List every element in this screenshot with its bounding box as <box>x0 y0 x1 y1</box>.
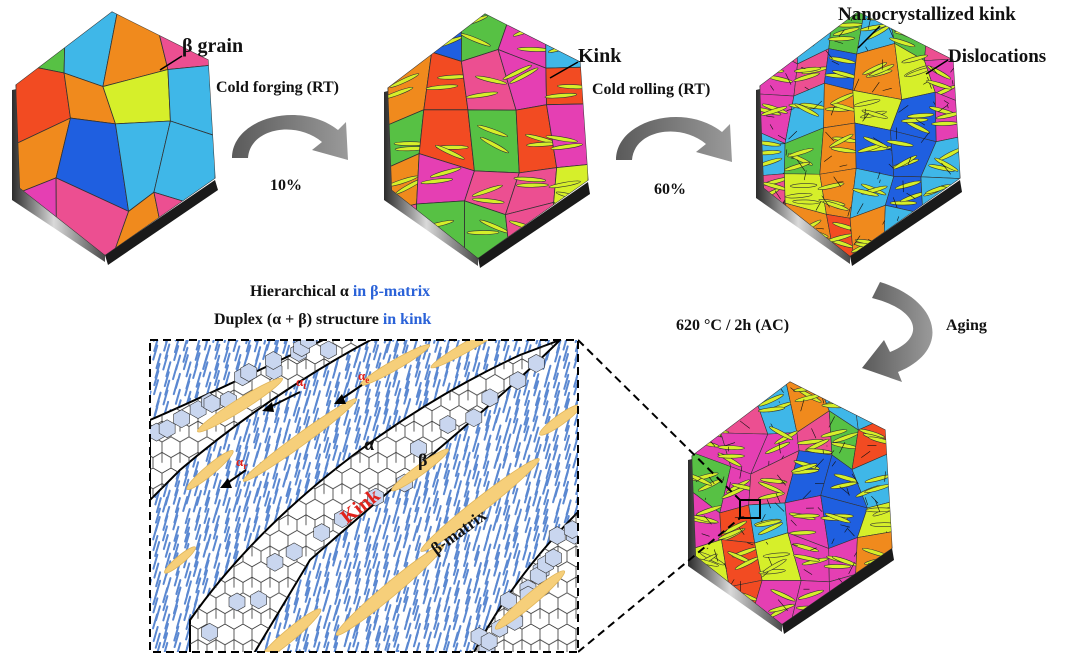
rolling-percent-label: 60% <box>654 181 686 198</box>
zoom-connector-top <box>577 339 741 501</box>
cold-rolling-arrow <box>616 117 732 162</box>
inset-frame <box>149 339 579 653</box>
inset-alpha-label: α <box>364 434 374 454</box>
dislocations-label: Dislocations <box>948 46 1046 67</box>
aging-condition-label: 620 °C / 2h (AC) <box>676 317 789 334</box>
beta-grain-label: β grain <box>182 35 243 57</box>
aging-label: Aging <box>946 317 987 334</box>
aging-arrow <box>862 282 933 382</box>
zoom-region-box <box>739 499 761 519</box>
alpha-t-label: αt <box>296 374 306 391</box>
kink-label: Kink <box>578 45 622 67</box>
alpha-r-label: αr <box>236 454 247 471</box>
alpha-e-arrow <box>339 384 363 401</box>
cold-rolling-label: Cold rolling (RT) <box>592 81 710 98</box>
forging-percent-label: 10% <box>270 177 302 194</box>
aged-hexagon <box>688 381 894 634</box>
nanocrystallized-kink-label: Nanocrystallized kink <box>838 4 1016 25</box>
alpha-t-arrow <box>267 391 301 409</box>
kinked-grain-hexagon <box>384 13 590 268</box>
zoom-connector-bottom <box>577 517 741 653</box>
duplex-line: Duplex (α + β) structure in kink <box>214 311 431 328</box>
hierarchical-line: Hierarchical α in β-matrix <box>250 283 430 300</box>
cold-forging-label: Cold forging (RT) <box>216 79 339 96</box>
cold-forging-arrow <box>232 115 348 160</box>
alpha-e-label: αe <box>358 368 369 385</box>
microstructure-inset: αt αe αr α β Kink β-matrix <box>149 339 579 653</box>
inset-beta-label: β <box>418 450 427 470</box>
